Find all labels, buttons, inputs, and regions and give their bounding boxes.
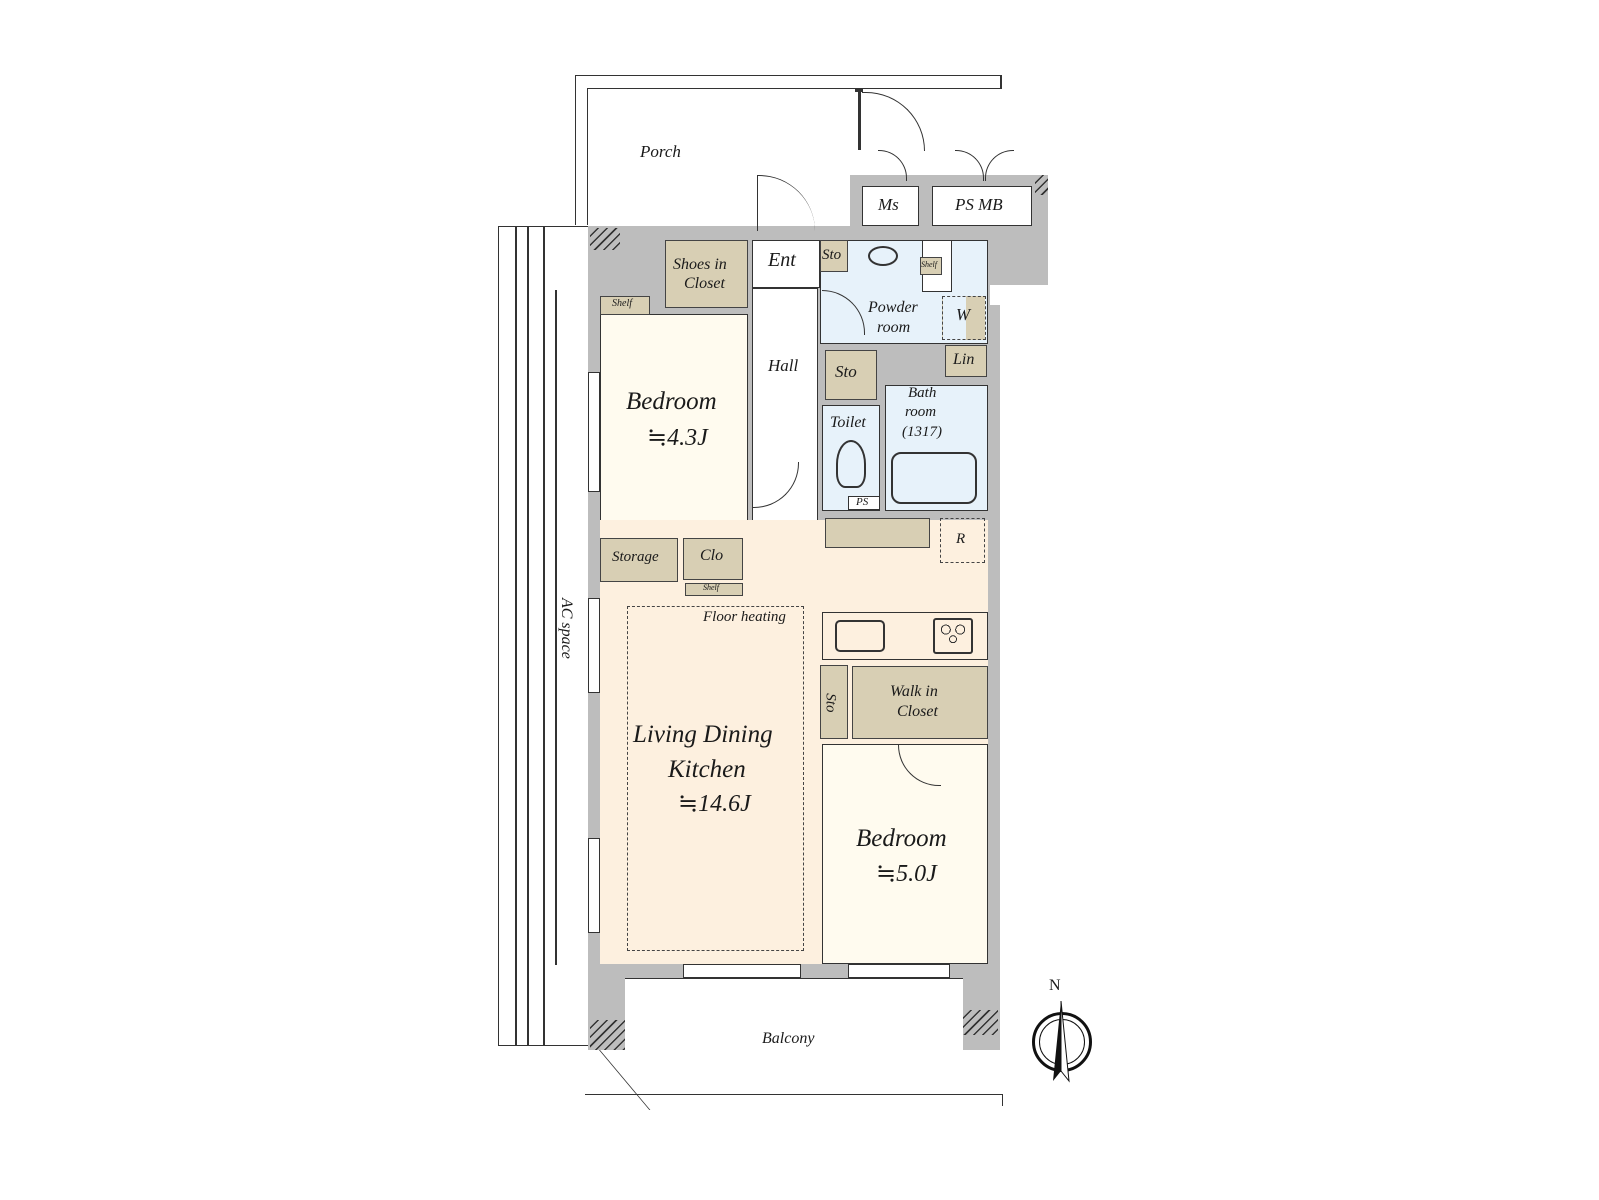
compass-north-label: N: [1049, 977, 1061, 994]
sto-top-label: Sto: [822, 247, 842, 263]
sto-hall[interactable]: [825, 350, 877, 400]
ps-toilet-label: PS: [856, 496, 869, 508]
ldk-side-window-2[interactable]: [588, 838, 600, 933]
floor-heating-zone: [627, 606, 804, 951]
toilet-icon: [836, 440, 866, 488]
storage[interactable]: [600, 538, 678, 582]
bedroom-1[interactable]: [600, 314, 748, 531]
storage-label: Storage: [612, 549, 659, 565]
bedroom-2-balcony-window[interactable]: [848, 964, 950, 978]
ac-stripe-2: [527, 226, 529, 1046]
linen-closet[interactable]: [945, 345, 987, 377]
wall-hatch-sw: [590, 1020, 625, 1050]
bedroom-2[interactable]: [822, 744, 988, 964]
sink-icon: [868, 246, 898, 266]
bathroom-label-3: (1317): [902, 424, 942, 440]
ac-space-label: AC space: [557, 597, 575, 659]
bathtub-icon: [891, 452, 977, 504]
compass-icon: [1032, 1001, 1092, 1083]
wall-hatch-se: [963, 1010, 998, 1035]
sto-kitchen-label: Sto: [822, 693, 839, 713]
entrance-label: Ent: [768, 249, 796, 271]
ps-mb-label: PS MB: [955, 195, 1003, 214]
bathroom[interactable]: [885, 385, 988, 511]
wall-hatch-nw: [590, 228, 620, 250]
porch-gate-bar: [858, 92, 861, 150]
walk-in-closet-label-2: Closet: [897, 703, 938, 720]
sto-top[interactable]: [820, 240, 848, 272]
entrance[interactable]: [752, 240, 820, 288]
unit-right-notch: [990, 285, 1002, 305]
ms-closet[interactable]: [862, 186, 919, 226]
shelf-clo[interactable]: [685, 583, 743, 596]
wall-hatch-ne: [1035, 175, 1048, 195]
toilet-label: Toilet: [830, 414, 866, 431]
ldk-side-window-1[interactable]: [588, 598, 600, 693]
shoes-closet-label-2: Closet: [684, 275, 725, 292]
balcony[interactable]: [625, 978, 963, 1050]
balcony-rail-diagonal: [540, 1050, 651, 1110]
shelf-bedroom-1-label: Shelf: [612, 298, 632, 309]
sto-hall-label: Sto: [835, 362, 857, 381]
shelf-powder[interactable]: [920, 257, 942, 275]
porch-label: Porch: [640, 142, 681, 161]
shoes-closet-label-1: Shoes in: [673, 256, 727, 273]
ps-toilet: [848, 496, 880, 510]
ldk-size: ≒14.6J: [678, 791, 751, 817]
porch-outer-right: [1000, 75, 1002, 89]
washer-space[interactable]: [942, 296, 986, 340]
shelf-bedroom-1[interactable]: [600, 296, 650, 315]
porch-outer-wall: [575, 75, 1002, 225]
ac-stripe-4: [555, 290, 557, 965]
shoes-in-closet[interactable]: [665, 240, 748, 308]
hall-label: Hall: [768, 356, 799, 375]
shelf-clo-label: Shelf: [703, 583, 719, 592]
bedroom-2-size: ≒5.0J: [876, 861, 937, 887]
porch-gate-post: [855, 88, 863, 92]
walk-in-closet-label-1: Walk in: [890, 683, 938, 700]
balcony-label: Balcony: [762, 1030, 815, 1047]
refrigerator-label: R: [956, 531, 966, 547]
kitchen-sink-icon: [835, 620, 885, 652]
compass-needle-icon: [1053, 1001, 1070, 1083]
balcony-rail-bottom: [585, 1094, 1003, 1106]
shelf-powder-label: Shelf: [921, 260, 937, 269]
walk-in-closet[interactable]: [852, 666, 988, 739]
bedroom-2-name: Bedroom: [856, 825, 947, 852]
bedroom-1-window[interactable]: [588, 372, 600, 492]
ms-label: Ms: [878, 195, 899, 214]
linen-label: Lin: [953, 351, 975, 368]
washer-label: W: [956, 305, 971, 324]
ldk-balcony-window[interactable]: [683, 964, 801, 978]
clo-label: Clo: [700, 547, 724, 564]
powder-room-label-1: Powder: [868, 299, 918, 316]
refrigerator-space[interactable]: [940, 518, 985, 563]
ac-stripe-1: [515, 226, 517, 1046]
ldk-name-1: Living Dining: [633, 721, 773, 748]
ps-mb-closet[interactable]: [932, 186, 1032, 226]
bedroom-1-name: Bedroom: [626, 388, 717, 415]
sto-kitchen[interactable]: [820, 665, 848, 739]
bathroom-label-1: Bath: [908, 385, 937, 401]
ac-stripe-3: [543, 226, 545, 1046]
powder-room-label-2: room: [877, 319, 911, 336]
counter-top: [825, 518, 930, 548]
bedroom-1-size: ≒4.3J: [647, 425, 708, 451]
bathroom-label-2: room: [905, 404, 937, 420]
floor-heating-label: Floor heating: [703, 609, 786, 625]
ldk-name-2: Kitchen: [668, 756, 746, 783]
clo-closet[interactable]: [683, 538, 743, 580]
stove-icon: [933, 618, 973, 654]
